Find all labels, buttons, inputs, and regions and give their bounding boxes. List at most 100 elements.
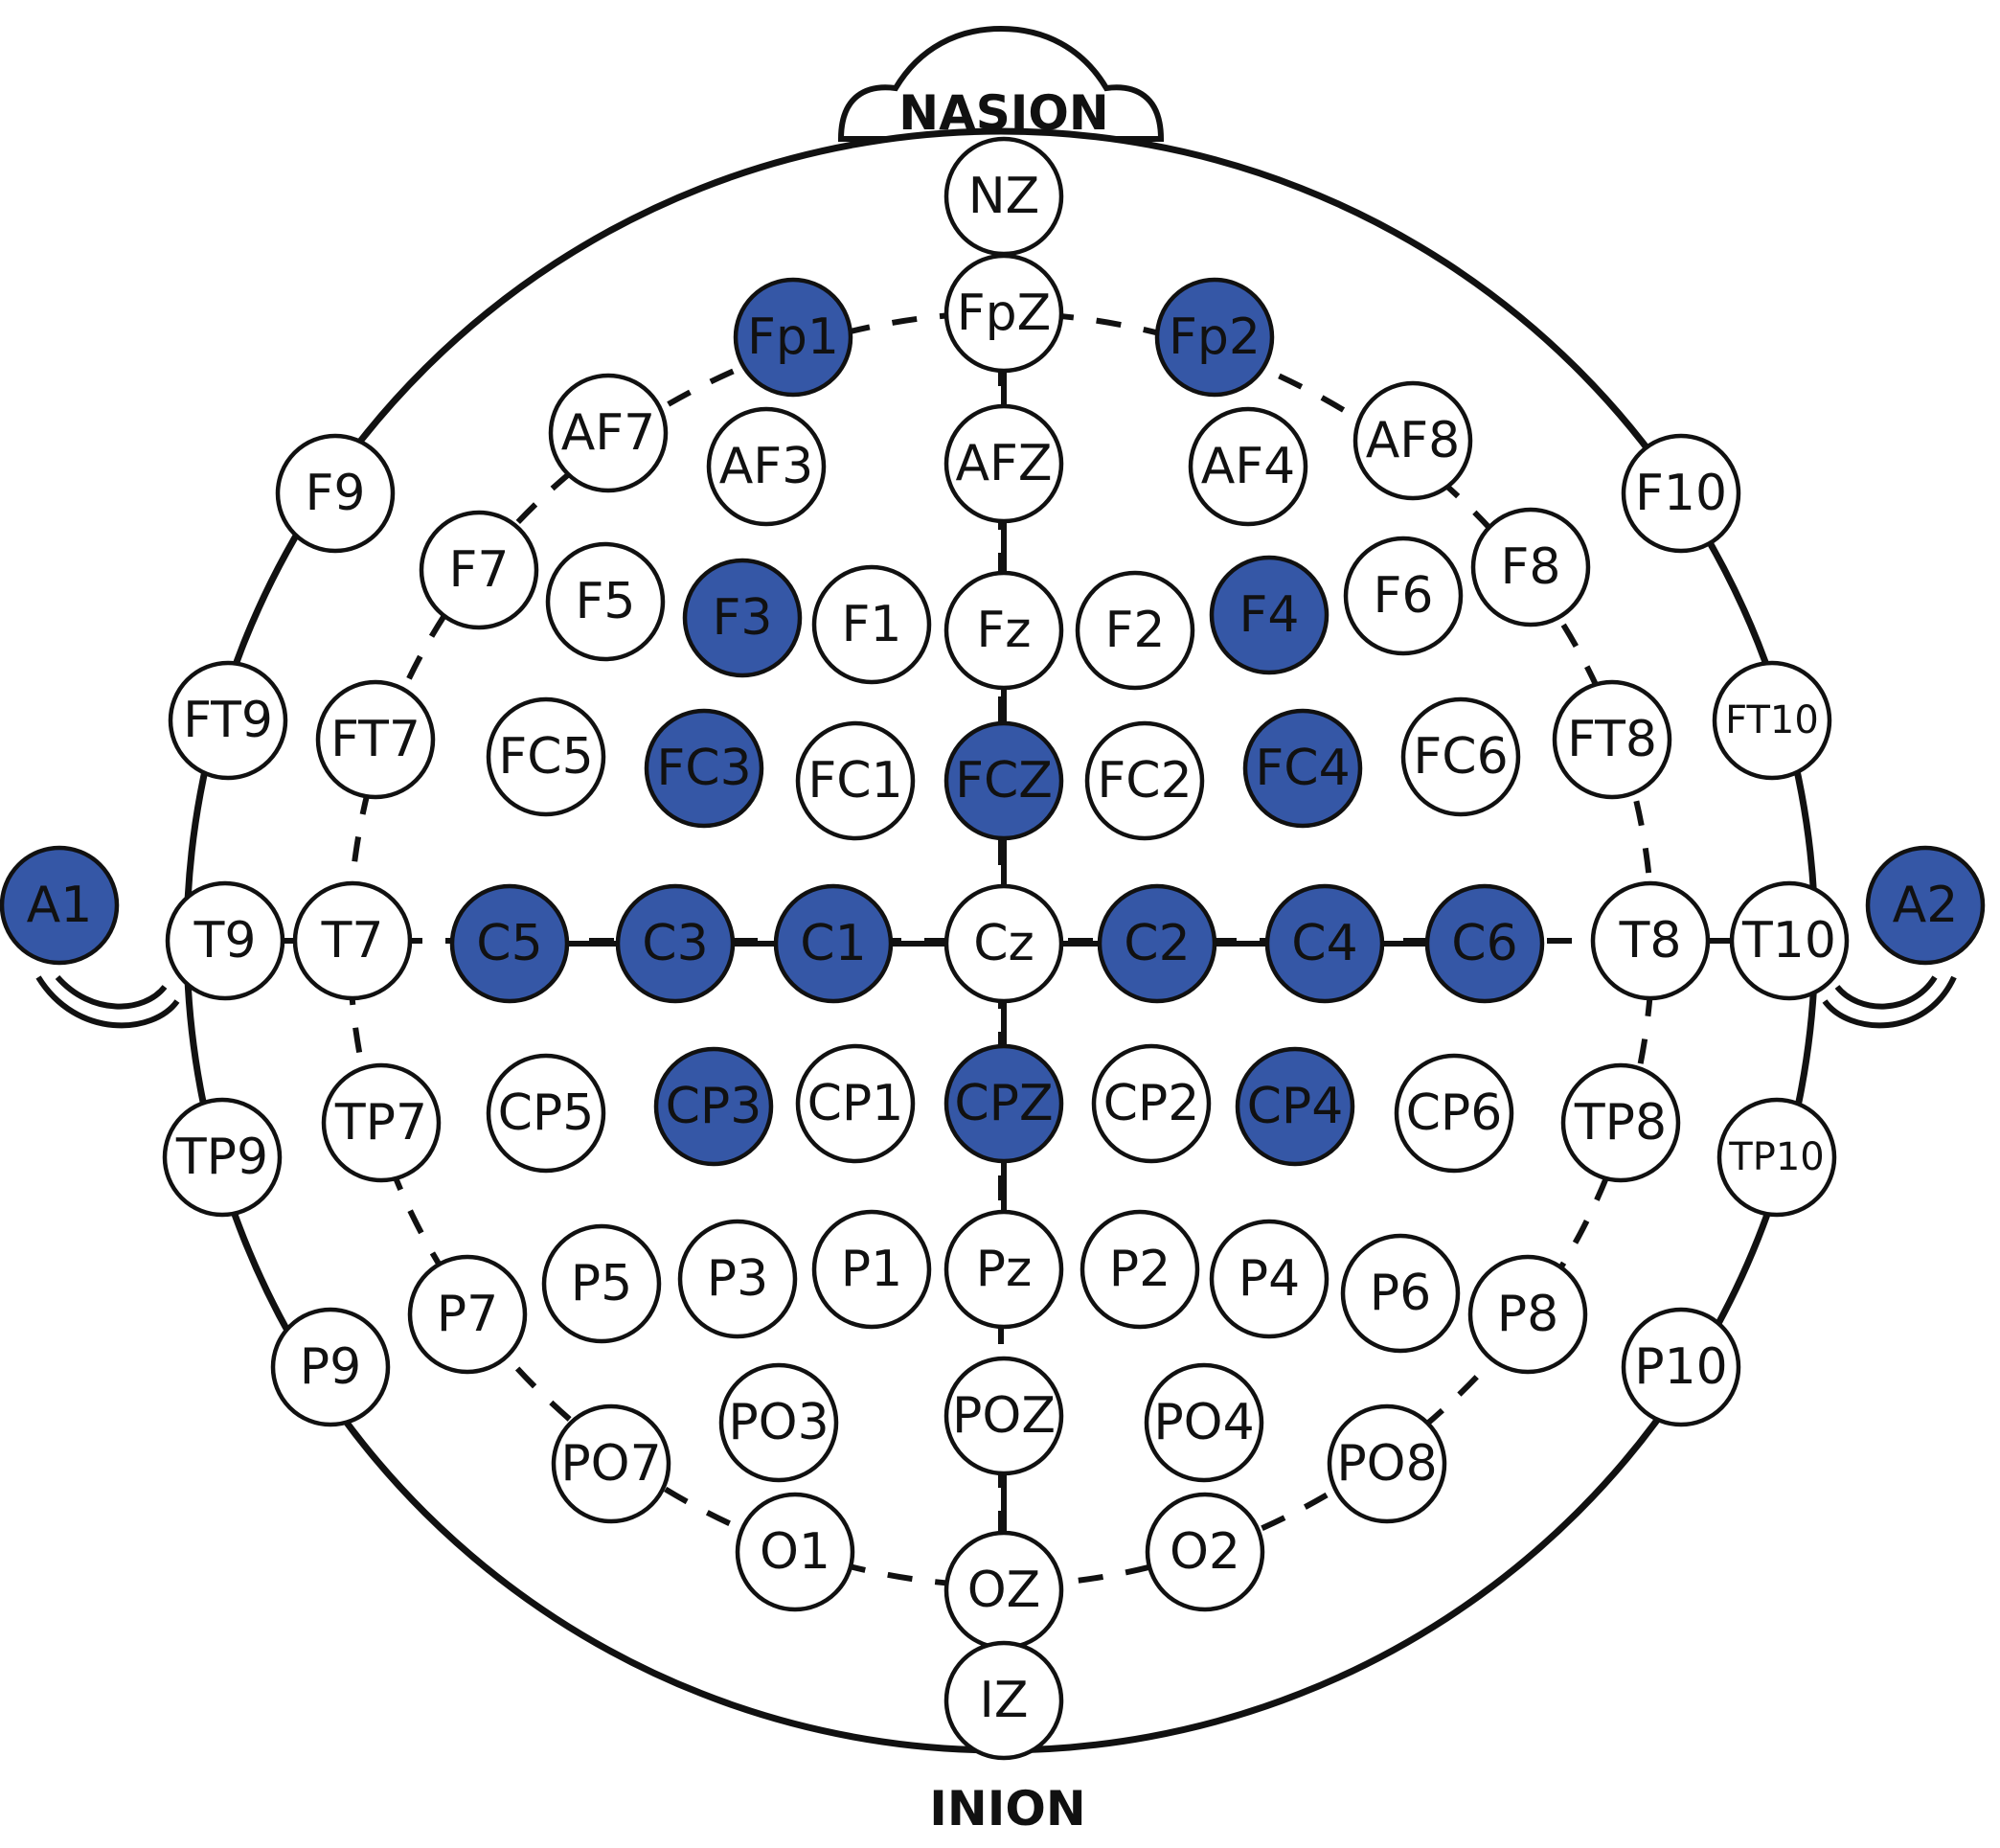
electrode-label: A1 xyxy=(27,877,93,934)
electrode-t8[interactable]: T8 xyxy=(1590,880,1711,1001)
electrode-label: AFZ xyxy=(955,435,1052,492)
electrode-p8[interactable]: P8 xyxy=(1467,1254,1588,1375)
electrode-po8[interactable]: PO8 xyxy=(1327,1403,1447,1524)
electrode-f7[interactable]: F7 xyxy=(419,510,539,630)
electrode-afz[interactable]: AFZ xyxy=(943,403,1064,524)
electrode-af8[interactable]: AF8 xyxy=(1352,380,1473,501)
electrode-c4[interactable]: C4 xyxy=(1264,883,1385,1004)
electrode-cz[interactable]: Cz xyxy=(943,883,1064,1004)
electrode-label: P7 xyxy=(437,1286,498,1343)
electrode-marker xyxy=(1400,696,1521,817)
electrode-po3[interactable]: PO3 xyxy=(718,1362,839,1483)
electrode-fc1[interactable]: FC1 xyxy=(795,720,916,841)
electrode-f6[interactable]: F6 xyxy=(1343,536,1464,656)
electrode-fp2[interactable]: Fp2 xyxy=(1154,277,1275,398)
electrode-poz[interactable]: POZ xyxy=(943,1356,1064,1476)
electrode-f1[interactable]: F1 xyxy=(811,564,932,685)
electrode-f2[interactable]: F2 xyxy=(1075,570,1195,691)
electrode-p3[interactable]: P3 xyxy=(677,1219,798,1339)
electrode-cp2[interactable]: CP2 xyxy=(1091,1043,1212,1164)
electrode-o1[interactable]: O1 xyxy=(735,1492,855,1612)
electrode-p7[interactable]: P7 xyxy=(407,1254,528,1375)
electrode-a1[interactable]: A1 xyxy=(0,845,120,966)
electrode-p6[interactable]: P6 xyxy=(1340,1233,1461,1354)
electrode-af4[interactable]: AF4 xyxy=(1188,406,1308,527)
electrode-marker xyxy=(1075,570,1195,691)
electrode-cp1[interactable]: CP1 xyxy=(795,1043,916,1164)
electrode-ft10[interactable]: FT10 xyxy=(1712,660,1832,781)
electrode-fc2[interactable]: FC2 xyxy=(1084,720,1205,841)
electrode-af7[interactable]: AF7 xyxy=(548,373,669,493)
electrode-marker xyxy=(677,1219,798,1339)
electrode-marker xyxy=(1712,660,1832,781)
electrode-label: C5 xyxy=(476,915,542,972)
electrode-label: PO4 xyxy=(1153,1394,1254,1451)
electrode-c3[interactable]: C3 xyxy=(615,883,736,1004)
electrode-o2[interactable]: O2 xyxy=(1145,1492,1265,1612)
electrode-ft9[interactable]: FT9 xyxy=(168,660,288,781)
electrode-cp3[interactable]: CP3 xyxy=(653,1046,774,1167)
electrode-fz[interactable]: Fz xyxy=(943,570,1064,691)
electrode-tp10[interactable]: TP10 xyxy=(1716,1097,1837,1218)
electrode-pz[interactable]: Pz xyxy=(943,1209,1064,1330)
electrode-p2[interactable]: P2 xyxy=(1080,1209,1200,1330)
electrode-tp9[interactable]: TP9 xyxy=(162,1097,283,1218)
electrode-marker xyxy=(1424,883,1545,1004)
electrode-c1[interactable]: C1 xyxy=(773,883,894,1004)
electrode-label: IZ xyxy=(980,1672,1029,1729)
electrode-iz[interactable]: IZ xyxy=(943,1640,1064,1761)
electrode-label: P1 xyxy=(841,1241,902,1298)
electrode-marker xyxy=(1343,536,1464,656)
electrode-nz[interactable]: NZ xyxy=(943,136,1064,257)
electrode-po7[interactable]: PO7 xyxy=(551,1403,671,1524)
electrode-label: F6 xyxy=(1374,567,1434,625)
electrode-marker xyxy=(943,403,1064,524)
electrode-oz[interactable]: OZ xyxy=(943,1530,1064,1651)
electrode-fp1[interactable]: Fp1 xyxy=(733,277,853,398)
electrode-f4[interactable]: F4 xyxy=(1209,555,1330,675)
electrode-marker xyxy=(706,406,827,527)
electrode-tp7[interactable]: TP7 xyxy=(321,1062,442,1183)
electrode-f8[interactable]: F8 xyxy=(1470,507,1591,627)
electrode-tp8[interactable]: TP8 xyxy=(1560,1062,1681,1183)
electrode-t10[interactable]: T10 xyxy=(1729,880,1850,1001)
electrode-fc6[interactable]: FC6 xyxy=(1400,696,1521,817)
electrode-label: A2 xyxy=(1893,877,1959,934)
electrode-cp6[interactable]: CP6 xyxy=(1394,1053,1514,1174)
electrode-f3[interactable]: F3 xyxy=(682,558,803,678)
electrode-p1[interactable]: P1 xyxy=(811,1209,932,1330)
electrode-fc4[interactable]: FC4 xyxy=(1242,708,1363,829)
electrode-f5[interactable]: F5 xyxy=(545,541,666,662)
electrode-ft7[interactable]: FT7 xyxy=(315,679,436,800)
electrode-ft8[interactable]: FT8 xyxy=(1552,679,1672,800)
electrode-cp5[interactable]: CP5 xyxy=(486,1053,606,1174)
electrode-t7[interactable]: T7 xyxy=(292,880,413,1001)
electrode-a2[interactable]: A2 xyxy=(1865,845,1986,966)
electrode-fc5[interactable]: FC5 xyxy=(486,696,606,817)
electrode-af3[interactable]: AF3 xyxy=(706,406,827,527)
electrode-marker xyxy=(1242,708,1363,829)
electrode-p5[interactable]: P5 xyxy=(541,1223,662,1344)
electrode-c6[interactable]: C6 xyxy=(1424,883,1545,1004)
electrode-fcz[interactable]: FCZ xyxy=(943,720,1064,841)
electrode-fpz[interactable]: FpZ xyxy=(943,253,1064,374)
right-ear-inner xyxy=(1834,975,1938,1010)
electrode-marker xyxy=(1327,1403,1447,1524)
electrode-p4[interactable]: P4 xyxy=(1209,1219,1330,1339)
electrode-label: O2 xyxy=(1170,1523,1240,1581)
electrode-f9[interactable]: F9 xyxy=(275,433,396,554)
electrode-c5[interactable]: C5 xyxy=(449,883,570,1004)
electrode-p9[interactable]: P9 xyxy=(270,1307,391,1427)
electrode-f10[interactable]: F10 xyxy=(1621,433,1741,554)
electrode-p10[interactable]: P10 xyxy=(1621,1307,1741,1427)
electrode-marker xyxy=(321,1062,442,1183)
electrode-po4[interactable]: PO4 xyxy=(1144,1362,1264,1483)
electrode-t9[interactable]: T9 xyxy=(165,880,285,1001)
electrode-cp4[interactable]: CP4 xyxy=(1235,1046,1355,1167)
electrode-cpz[interactable]: CPZ xyxy=(943,1043,1064,1164)
electrode-marker xyxy=(644,708,764,829)
electrode-fc3[interactable]: FC3 xyxy=(644,708,764,829)
electrode-c2[interactable]: C2 xyxy=(1097,883,1217,1004)
electrode-marker xyxy=(1560,1062,1681,1183)
